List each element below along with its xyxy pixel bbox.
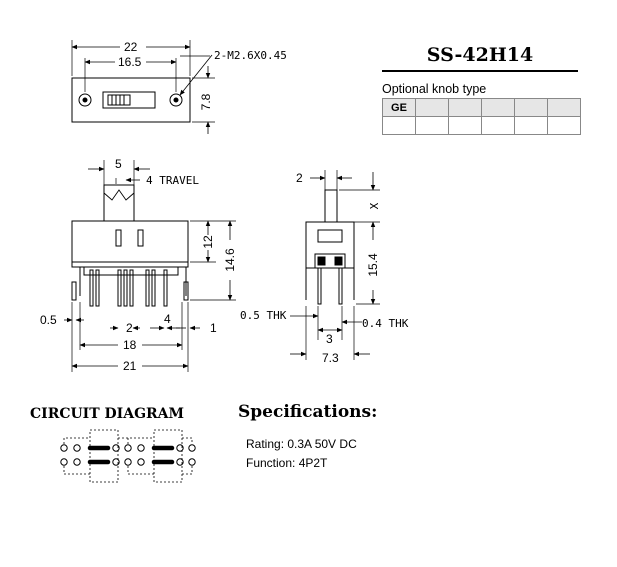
knob-type-table: GE: [382, 98, 581, 135]
dim-side-thk-left: 0.5 THK: [240, 309, 287, 322]
knob-cell: [514, 116, 548, 135]
knob-cell: [448, 98, 482, 117]
dim-front-body-height: 12: [201, 235, 215, 249]
dim-side-knob: 2: [296, 171, 303, 185]
circuit-diagram-title: CIRCUIT DIAGRAM: [30, 406, 185, 422]
front-view: [64, 160, 236, 372]
knob-type-label: Optional knob type: [382, 82, 487, 96]
side-view: [290, 170, 380, 360]
spec-function: Function: 4P2T: [246, 456, 328, 470]
dim-top-width: 22: [124, 40, 138, 54]
dim-side-width: 7.3: [322, 351, 339, 365]
dim-front-span: 18: [123, 338, 137, 352]
knob-cell: [547, 98, 581, 117]
callout-screw: 2-M2.6X0.45: [214, 49, 287, 62]
side-body: [305, 221, 355, 269]
dim-front-travel: 4 TRAVEL: [146, 174, 199, 187]
dim-top-hole-spacing: 16.5: [118, 55, 142, 69]
slide-slot: [102, 91, 156, 109]
dim-side-knob-height: X: [368, 202, 381, 209]
slide-knob: [107, 94, 131, 106]
knob-cell: [448, 116, 482, 135]
mount-hole-left: [78, 93, 92, 107]
dim-front-total-width: 21: [123, 359, 137, 373]
dim-side-pitch: 3: [326, 332, 333, 346]
side-knob: [324, 189, 338, 223]
knob-cell: [415, 98, 449, 117]
dim-front-side-pitch: 4: [164, 312, 171, 326]
mount-hole-right: [169, 93, 183, 107]
dim-front-total-height: 14.6: [223, 248, 237, 272]
specifications-title: Specifications:: [238, 402, 378, 422]
dim-front-terminal: 1: [210, 321, 217, 335]
dim-front-knob: 5: [115, 157, 122, 171]
top-view-body: [71, 77, 191, 123]
knob-cell-ge: GE: [382, 98, 416, 117]
knob-cell: [514, 98, 548, 117]
dim-front-tab: 0.5: [40, 313, 57, 327]
front-body: [71, 220, 189, 268]
knob-cell: [382, 116, 416, 135]
circuit-diagram: [60, 429, 196, 483]
knob-cell: [547, 116, 581, 135]
knob-cell: [415, 116, 449, 135]
knob-cell: [481, 116, 515, 135]
dim-side-thk-right: 0.4 THK: [362, 317, 409, 330]
dim-top-height: 7.8: [199, 93, 213, 110]
dim-side-height: 15.4: [366, 253, 380, 277]
spec-rating: Rating: 0.3A 50V DC: [246, 437, 357, 451]
top-view: [71, 40, 215, 134]
model-title: SS-42H14: [382, 44, 578, 72]
knob-cell: [481, 98, 515, 117]
dim-front-pin-pitch: 2: [126, 321, 133, 335]
